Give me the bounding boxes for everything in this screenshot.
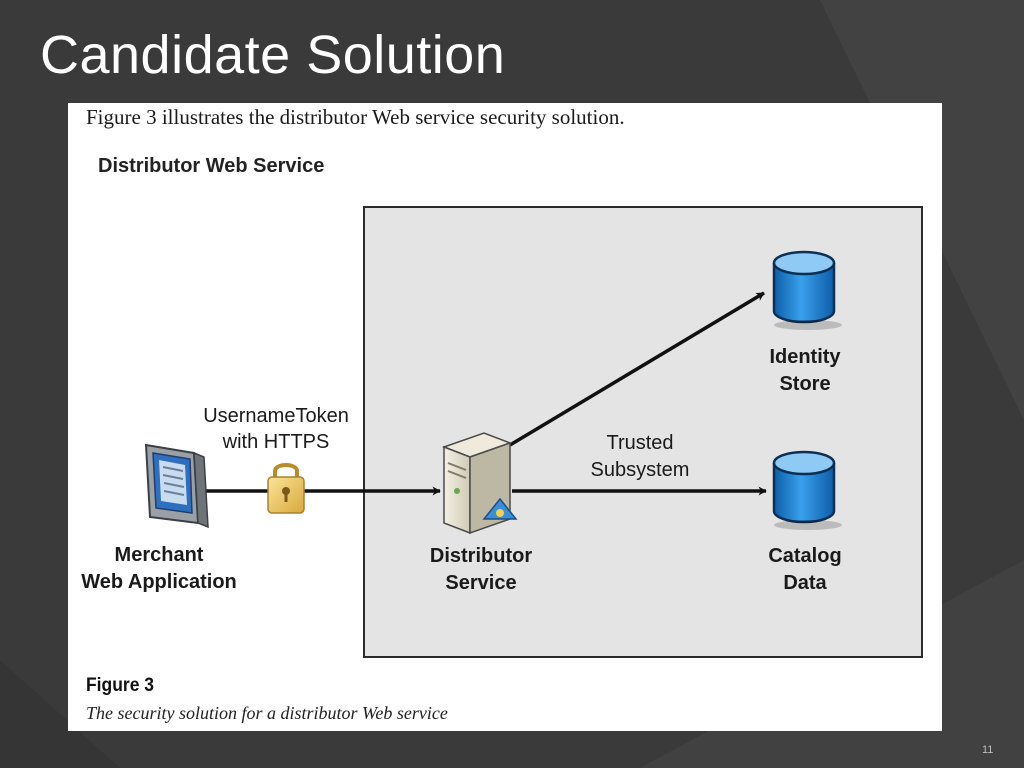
diagram-title: Distributor Web Service: [98, 155, 325, 177]
slide-title: Candidate Solution: [40, 25, 506, 85]
node-label-data: Data: [783, 572, 827, 594]
edge-distributor-to-identity: [509, 291, 765, 447]
edge-label-trusted: Trusted: [606, 432, 673, 454]
database-icon: [772, 450, 842, 530]
node-label-store: Store: [779, 373, 830, 395]
padlock-icon: [267, 463, 305, 514]
security-diagram: UsernameToken with HTTPS Trusted Subsyst…: [81, 206, 923, 658]
figure-panel: Figure 3 illustrates the distributor Web…: [68, 103, 942, 731]
edge-label-token: UsernameToken: [203, 405, 349, 427]
slide-number: 11: [982, 744, 994, 756]
node-label-merchant: Merchant: [115, 544, 204, 566]
node-label-identity: Identity: [769, 346, 841, 368]
figure-caption: The security solution for a distributor …: [86, 703, 448, 723]
figure-label: Figure 3: [86, 675, 154, 696]
edge-label-https: with HTTPS: [222, 431, 330, 453]
node-label-catalog: Catalog: [768, 545, 841, 567]
edge-label-subsystem: Subsystem: [591, 459, 690, 481]
database-icon: [772, 250, 842, 330]
server-icon: [441, 432, 518, 535]
monitor-icon: [144, 443, 209, 529]
figure-intro-text: Figure 3 illustrates the distributor Web…: [86, 105, 625, 129]
node-label-service: Service: [445, 572, 516, 594]
node-label-web-application: Web Application: [81, 571, 237, 593]
node-label-distributor: Distributor: [430, 545, 532, 567]
